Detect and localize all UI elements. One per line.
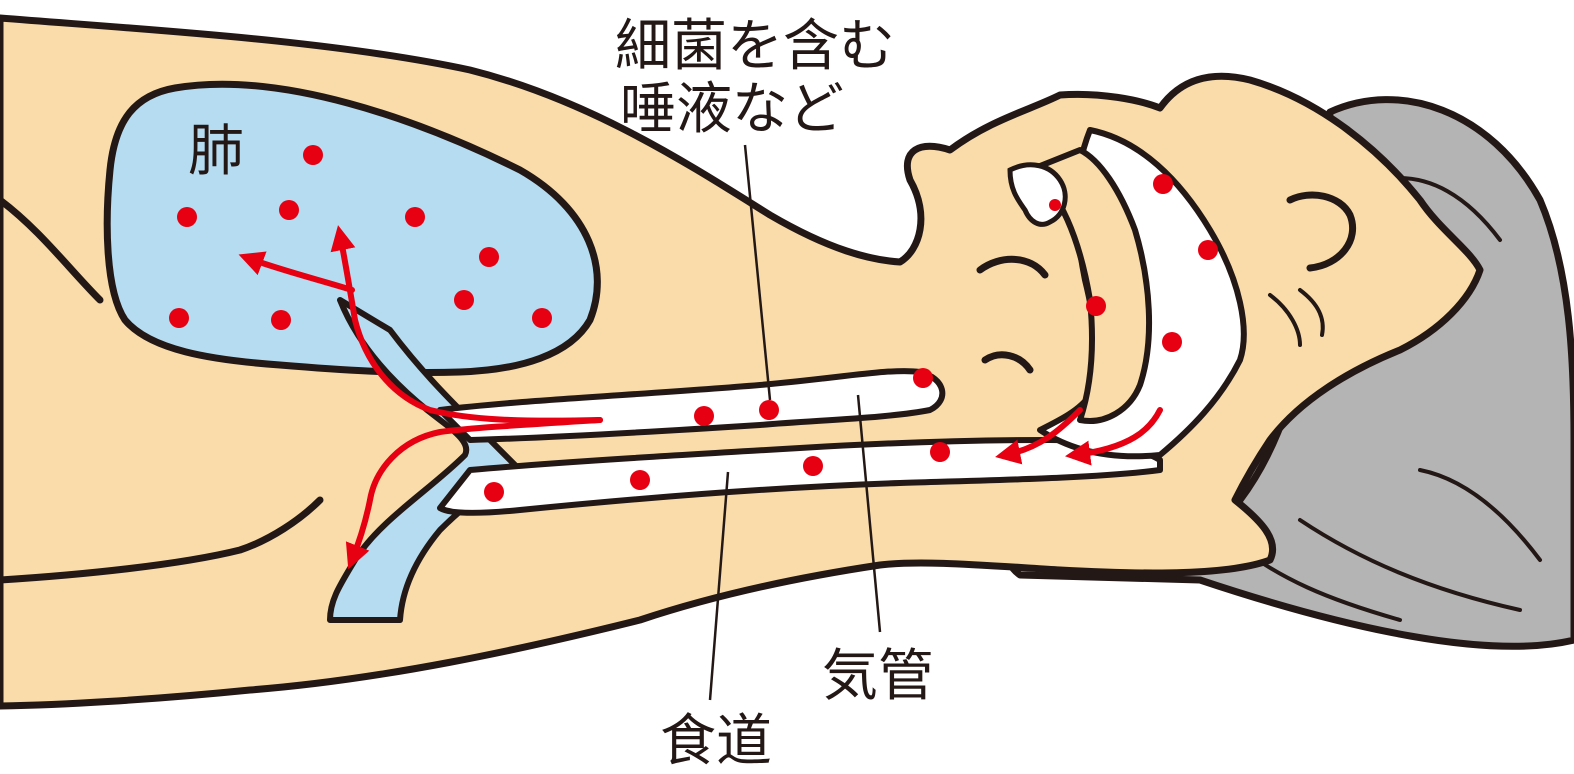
bacteria-dot — [913, 368, 933, 388]
bacteria-dot — [1153, 174, 1173, 194]
bacteria-dot — [1086, 296, 1106, 316]
bacteria-dot — [1049, 199, 1061, 211]
bacteria-dot — [803, 456, 823, 476]
bacteria-dot — [759, 400, 779, 420]
trachea-label: 気管 — [822, 644, 934, 709]
bacteria-dot — [177, 207, 197, 227]
bacteria-dot — [694, 406, 714, 426]
bacteria-dot — [532, 308, 552, 328]
bacteria-dot — [1198, 240, 1218, 260]
bacteria-dot — [169, 308, 189, 328]
bacteria-dot — [303, 145, 323, 165]
lung-label: 肺 — [188, 119, 244, 184]
bacteria-dot — [454, 290, 474, 310]
bacteria-dot — [484, 482, 504, 502]
bacteria-dot — [405, 207, 425, 227]
bacteria-dot — [271, 310, 291, 330]
esophagus-label: 食道 — [660, 709, 772, 774]
bacteria-dot — [1162, 332, 1182, 352]
bacteria-dot — [630, 470, 650, 490]
bacteria-dot — [279, 200, 299, 220]
bacteria-dot — [479, 247, 499, 267]
saliva-label-line1: 細菌を含む — [615, 14, 895, 79]
saliva-label-line2: 唾液など — [620, 77, 844, 142]
bacteria-dot — [930, 442, 950, 462]
